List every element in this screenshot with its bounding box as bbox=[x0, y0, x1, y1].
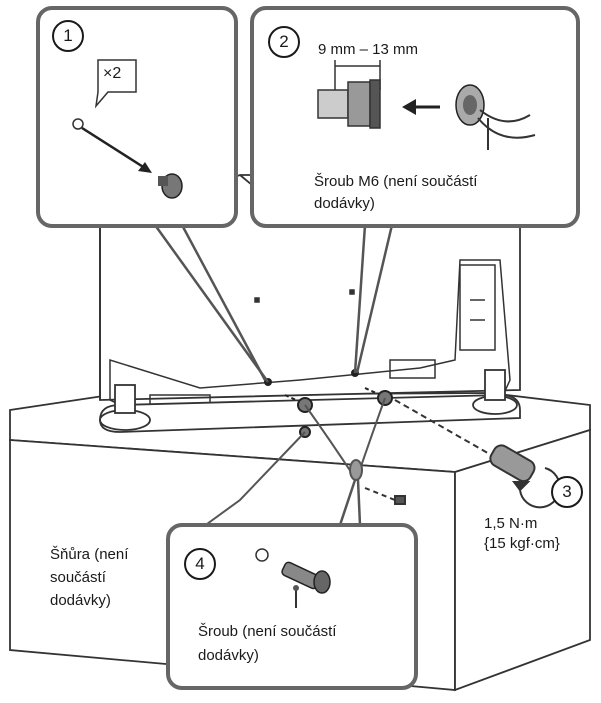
torque-line-2: {15 kgf·cm} bbox=[484, 535, 560, 552]
quantity-label: ×2 bbox=[103, 65, 122, 82]
step-2-caption-line-2: dodávky) bbox=[314, 195, 375, 212]
cord-label-line-2: součástí bbox=[50, 569, 106, 586]
step-3-badge: 3 bbox=[551, 476, 583, 508]
screwdriver bbox=[394, 399, 561, 509]
callout-lines bbox=[153, 224, 394, 526]
step-4-badge: 4 bbox=[184, 548, 216, 580]
dimension-label: 9 mm – 13 mm bbox=[318, 41, 419, 58]
panel-step-1 bbox=[36, 6, 238, 228]
panel-step-2 bbox=[250, 6, 580, 228]
step-2-caption-line-1: Šroub M6 (není součástí bbox=[314, 173, 478, 190]
step-1-badge: 1 bbox=[52, 20, 84, 52]
step-2-badge: 2 bbox=[268, 26, 300, 58]
table-screw bbox=[364, 487, 406, 505]
torque-line-1: 1,5 N·m bbox=[484, 515, 538, 532]
step-4-caption-line-1: Šroub (není součástí bbox=[198, 623, 337, 640]
cord-label-line-3: dodávky) bbox=[50, 592, 111, 609]
step-4-caption-line-2: dodávky) bbox=[198, 647, 259, 664]
panel-step-4 bbox=[166, 523, 418, 690]
cord-label-line-1: Šňůra (není bbox=[50, 546, 129, 563]
